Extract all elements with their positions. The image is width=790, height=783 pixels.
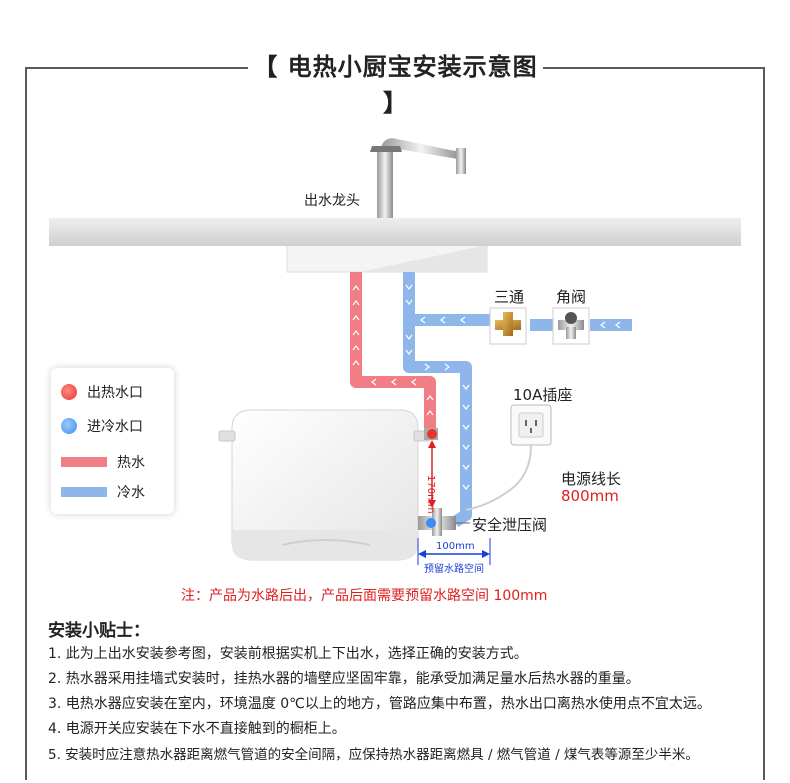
tip-item: 2. 热水器采用挂墙式安装时，挂热水器的墙壁应坚固牢靠，能承受加满足量水后热水器… xyxy=(48,671,640,687)
countertop xyxy=(49,218,741,246)
install-note: 注：产品为水路后出，产品后面需要预留水路空间 100mm xyxy=(181,588,548,604)
legend-item-cold-inlet: 进冷水口 xyxy=(61,416,143,436)
hot-water-bar-icon xyxy=(61,457,107,467)
dimension-170-label: 170mm xyxy=(425,475,436,514)
legend-item-cold-water: 冷水 xyxy=(61,482,145,502)
power-cable xyxy=(465,444,532,511)
dimension-100 xyxy=(417,538,491,565)
legend: 出热水口 进冷水口 热水 冷水 xyxy=(51,368,174,514)
cold-inlet-dot-icon xyxy=(61,418,77,434)
tee-fitting-icon xyxy=(489,307,527,345)
tips-heading: 安装小贴士： xyxy=(48,621,150,641)
hot-outlet-dot-icon xyxy=(61,384,77,400)
faucet-label: 出水龙头 xyxy=(304,193,360,209)
cable-length-value: 800mm xyxy=(561,487,619,505)
relief-valve-label: 安全泄压阀 xyxy=(472,516,548,534)
legend-item-hot-outlet: 出热水口 xyxy=(61,382,143,402)
cable-length-label: 电源线长 xyxy=(561,470,622,488)
angle-valve-icon xyxy=(552,307,590,345)
page-title: 【 电热小厨宝安装示意图 】 xyxy=(248,49,543,117)
tee-label: 三通 xyxy=(494,288,525,306)
tip-item: 5. 安装时应注意热水器距离燃气管道的安全间隔，应保持热水器距离燃具 / 燃气管… xyxy=(48,747,699,763)
angle-valve-label: 角阀 xyxy=(556,288,587,306)
faucet-icon xyxy=(370,138,466,218)
legend-item-hot-water: 热水 xyxy=(61,452,145,472)
tip-item: 4. 电源开关应安装在下水不直接触到的橱柜上。 xyxy=(48,721,346,737)
installation-diagram xyxy=(49,138,741,565)
cold-water-bar-icon xyxy=(61,487,107,497)
water-heater-unit xyxy=(218,409,431,561)
tip-item: 3. 电热水器应安装在室内，环境温度 0℃以上的地方，管路应集中布置，热水出口离… xyxy=(48,696,711,712)
safety-relief-valve-icon xyxy=(418,508,456,536)
tip-item: 1. 此为上出水安装参考图，安装前根据实机上下出水，选择正确的安装方式。 xyxy=(48,646,528,662)
reserve-space-label: 预留水路空间 xyxy=(424,564,484,575)
dimension-100-label: 100mm xyxy=(436,541,475,552)
hot-water-pipe xyxy=(350,272,436,430)
power-socket-icon xyxy=(510,404,552,446)
socket-label: 10A插座 xyxy=(513,386,573,404)
dimension-170 xyxy=(428,440,436,508)
